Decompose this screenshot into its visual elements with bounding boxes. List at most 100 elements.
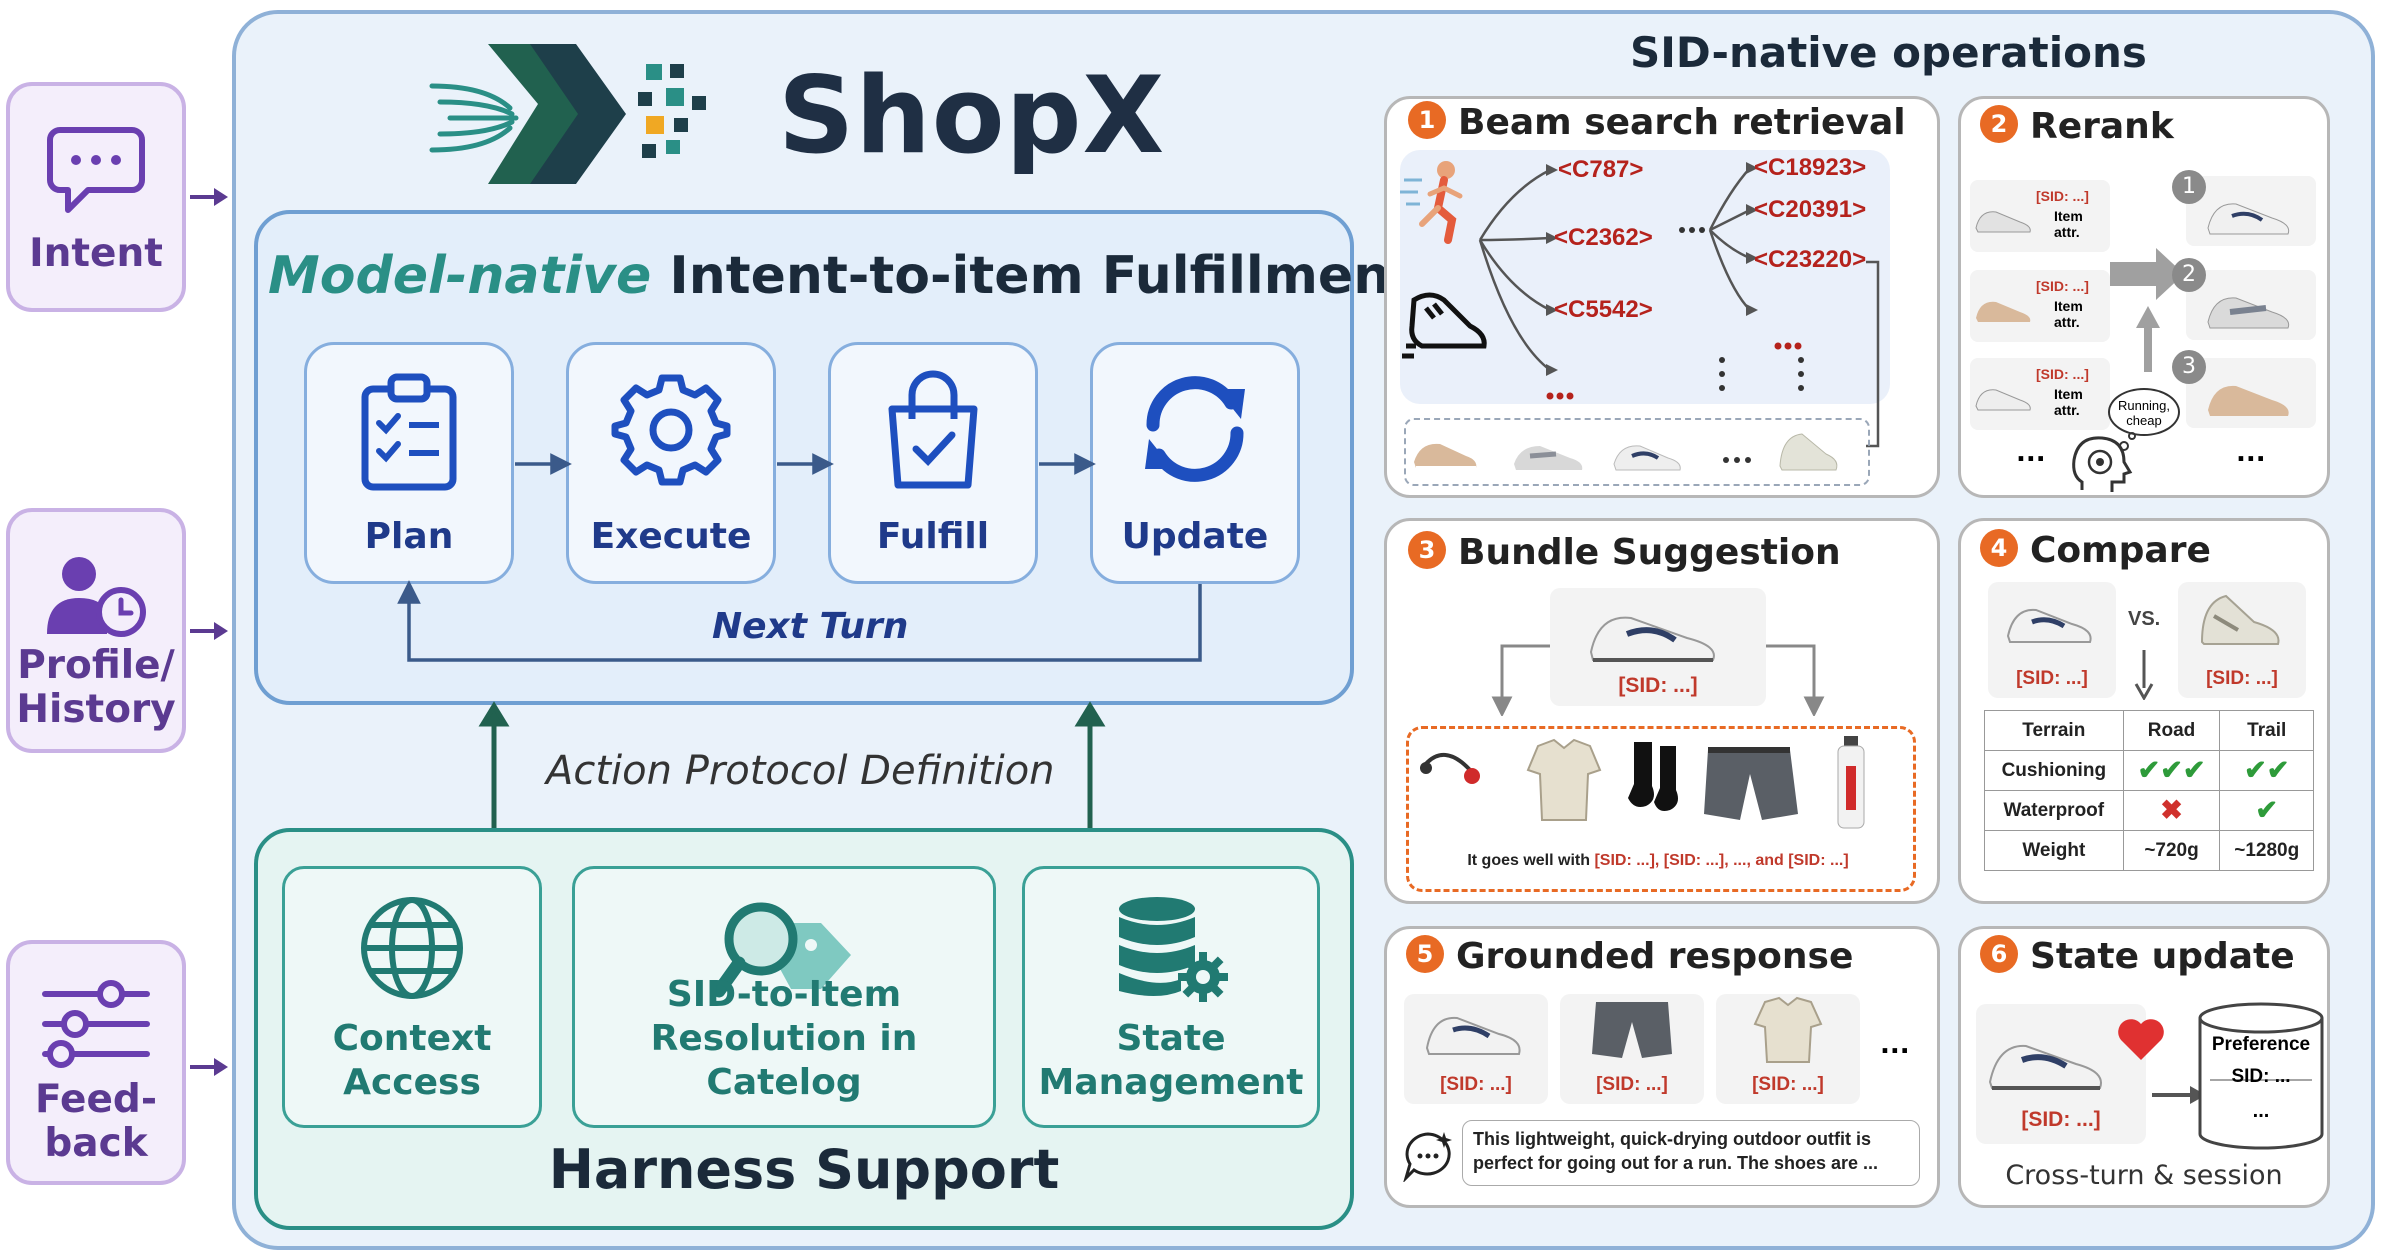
rerank-sid-2: [SID: ...] (2036, 278, 2089, 294)
rank-2-item (2186, 270, 2316, 340)
compare-item-a: [SID: ...] (1988, 582, 2116, 698)
fulfill-step: Fulfill (828, 342, 1038, 584)
shorts-image (1592, 1002, 1672, 1058)
bubble-line2: cheap (2126, 413, 2162, 428)
bubble-line1: Running, (2117, 398, 2171, 413)
clipboard-checklist-icon (361, 373, 457, 491)
bundle-panel (1384, 518, 1940, 904)
compare-sid-b: [SID: ...] (2206, 668, 2278, 689)
bundle-caption-prefix: It goes well with (1467, 852, 1595, 869)
rank-badge-3: 3 (2172, 350, 2206, 384)
runner-icon (1400, 161, 1463, 244)
compare-table: Terrain Road Trail Cushioning ✔✔✔ ✔✔ Wat… (1984, 710, 2314, 871)
shirt-icon (1526, 738, 1602, 821)
table-row: Cushioning ✔✔✔ ✔✔ (1984, 750, 2314, 791)
intent-label: Intent (29, 231, 163, 276)
shoe-image (2006, 608, 2092, 643)
context-access-label: Context Access (285, 1017, 539, 1105)
grounded-response-title-text: Grounded response (1456, 936, 1854, 977)
headphones-icon (1420, 753, 1480, 784)
step-number-badge: 4 (1980, 529, 2018, 567)
action-protocol-label: Action Protocol Definition (546, 748, 1055, 794)
chat-bubble-icon (47, 127, 145, 213)
shoe-image (1975, 211, 2031, 233)
intent-input-box: Intent (6, 82, 186, 312)
beam-tree (1400, 161, 1880, 448)
shoe-image (2200, 594, 2280, 645)
table-row: Waterproof ✖ ✔ (1984, 790, 2314, 831)
history-label: History (16, 687, 176, 732)
rank-badge-1: 1 (2172, 170, 2206, 204)
state-label: State (1116, 1018, 1226, 1059)
table-header-cell: Terrain (1984, 710, 2124, 751)
execute-label: Execute (590, 516, 752, 557)
magnifier-tag-icon (712, 902, 851, 998)
socks-icon (1628, 742, 1678, 811)
rank-3-item (2186, 358, 2316, 428)
code-c20391: <C20391> (1754, 196, 1867, 223)
gear-icon (611, 374, 731, 486)
state-update-item: [SID: ...] (1976, 1004, 2146, 1144)
model-native-title: Model-native Intent-to-item Fulfillment (268, 246, 1415, 306)
compare-title-text: Compare (2030, 530, 2211, 571)
shoe-image (2207, 203, 2290, 235)
code-c18923: <C18923> (1754, 154, 1867, 181)
table-header-cell: Road (2122, 710, 2221, 751)
bundle-items (1420, 736, 1865, 829)
table-row-label: Waterproof (1984, 790, 2124, 831)
table-header-cell: Trail (2219, 710, 2314, 751)
step-number-badge: 6 (1980, 935, 2018, 973)
step-number-badge: 3 (1408, 531, 1446, 569)
bundle-title: 3 Bundle Suggestion (1408, 531, 1841, 573)
grounded-item-shirt: [SID: ...] (1716, 994, 1860, 1104)
state-update-arrow (2152, 1086, 2206, 1104)
grounded-sid-3: [SID: ...] (1752, 1074, 1824, 1095)
table-row-label: Cushioning (1984, 750, 2124, 791)
db-title: Preference (2211, 1034, 2311, 1055)
step-number-badge: 1 (1408, 101, 1446, 139)
compare-vs: VS. (2128, 608, 2161, 630)
rank-1-item (2186, 176, 2316, 246)
shoe-image (1988, 1044, 2102, 1090)
shoe-outline-icon (1402, 292, 1487, 359)
bundle-title-text: Bundle Suggestion (1458, 532, 1841, 573)
attr-line1: Item (2054, 208, 2083, 224)
profile-history-input-box: Profile/ History (6, 508, 186, 753)
heart-icon (2118, 1019, 2164, 1060)
rank-badge-2: 2 (2172, 258, 2206, 292)
shopping-bag-check-icon (888, 370, 978, 489)
plan-label: Plan (364, 516, 454, 557)
bundle-anchor-sid: [SID: ...] (1618, 674, 1698, 697)
attr-line1: Item (2054, 386, 2083, 402)
state-management-card: State Management (1022, 866, 1320, 1128)
shoe-image (1425, 1016, 1521, 1055)
attr-line2: attr. (2054, 224, 2080, 240)
grounded-more: ... (1880, 1030, 1910, 1060)
step-flow-arrows (397, 453, 1202, 662)
bundle-split-arrows (1491, 644, 1825, 716)
table-row-label: Weight (1984, 830, 2124, 871)
grounded-sid-2: [SID: ...] (1596, 1074, 1668, 1095)
feedback-arrow (190, 1058, 228, 1076)
context-access-card: Context Access (282, 866, 542, 1128)
access-label: Access (343, 1062, 481, 1103)
code-c2362: <C2362> (1554, 224, 1653, 251)
fulfill-label: Fulfill (876, 516, 990, 557)
state-update-caption: Cross-turn & session (2005, 1160, 2283, 1191)
rerank-title-text: Rerank (2030, 106, 2174, 147)
thinking-head-icon (2072, 432, 2136, 492)
response-line1: This lightweight, quick-drying outdoor o… (1473, 1129, 1871, 1149)
state-management-label: State Management (1025, 1017, 1317, 1105)
trail-cell: ✔✔ (2219, 750, 2314, 791)
compare-title: 4 Compare (1980, 529, 2211, 571)
response-line2: perfect for going out for a run. The sho… (1473, 1153, 1879, 1173)
compare-down-arrow (2134, 650, 2154, 700)
grounded-item-shorts: [SID: ...] (1560, 994, 1704, 1104)
grounded-sid-1: [SID: ...] (1440, 1074, 1512, 1095)
database-gear-icon (1119, 897, 1228, 1002)
shoe-image (2208, 385, 2289, 416)
context-label: Context (332, 1018, 492, 1059)
brand-name: ShopX (778, 54, 1166, 177)
